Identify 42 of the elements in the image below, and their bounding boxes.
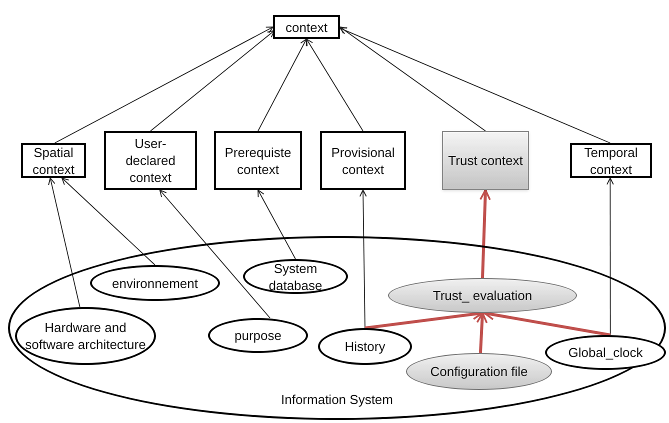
node-label: Temporal context (583, 144, 639, 178)
node-label: context (286, 18, 328, 36)
node-label: Trust context (448, 152, 523, 169)
node-label: History (344, 338, 386, 355)
context-box (104, 131, 197, 190)
arrow (359, 190, 367, 328)
arrow (61, 178, 156, 266)
node-label: purpose (234, 327, 282, 344)
arrow (340, 27, 611, 144)
system-ellipse (8, 236, 666, 420)
node-label: Configuration file (430, 363, 528, 380)
arrow (306, 38, 364, 132)
node-label: Spatial context (32, 144, 76, 178)
data-ellipse (15, 307, 156, 365)
data-ellipse (243, 259, 348, 294)
arrow (258, 38, 307, 132)
node-label: Hardware and software architecture (24, 319, 147, 353)
arrow (479, 189, 491, 278)
data-ellipse (545, 335, 666, 370)
context-box (570, 143, 652, 178)
node-label: User-declared context (124, 135, 176, 186)
node-label: Trust_ evaluation (432, 287, 532, 304)
arrow (159, 190, 270, 318)
node-label: Information System (281, 391, 393, 408)
arrow (606, 178, 614, 336)
arrow (54, 26, 274, 144)
arrow (48, 178, 80, 308)
node-label: Provisional context (330, 144, 396, 178)
context-box (21, 143, 86, 178)
node-label: Prerequiste context (224, 144, 292, 178)
data-ellipse (406, 353, 552, 390)
arrow (476, 312, 488, 354)
arrow (258, 190, 296, 260)
context-box (442, 131, 529, 190)
context-box (273, 15, 340, 39)
node-label: System database (268, 260, 324, 294)
context-box (320, 131, 406, 190)
node-label: environnement (112, 274, 198, 292)
context-box (214, 131, 302, 190)
node-label: Global_clock (568, 344, 643, 361)
arrow (340, 26, 486, 132)
arrow (150, 30, 275, 132)
